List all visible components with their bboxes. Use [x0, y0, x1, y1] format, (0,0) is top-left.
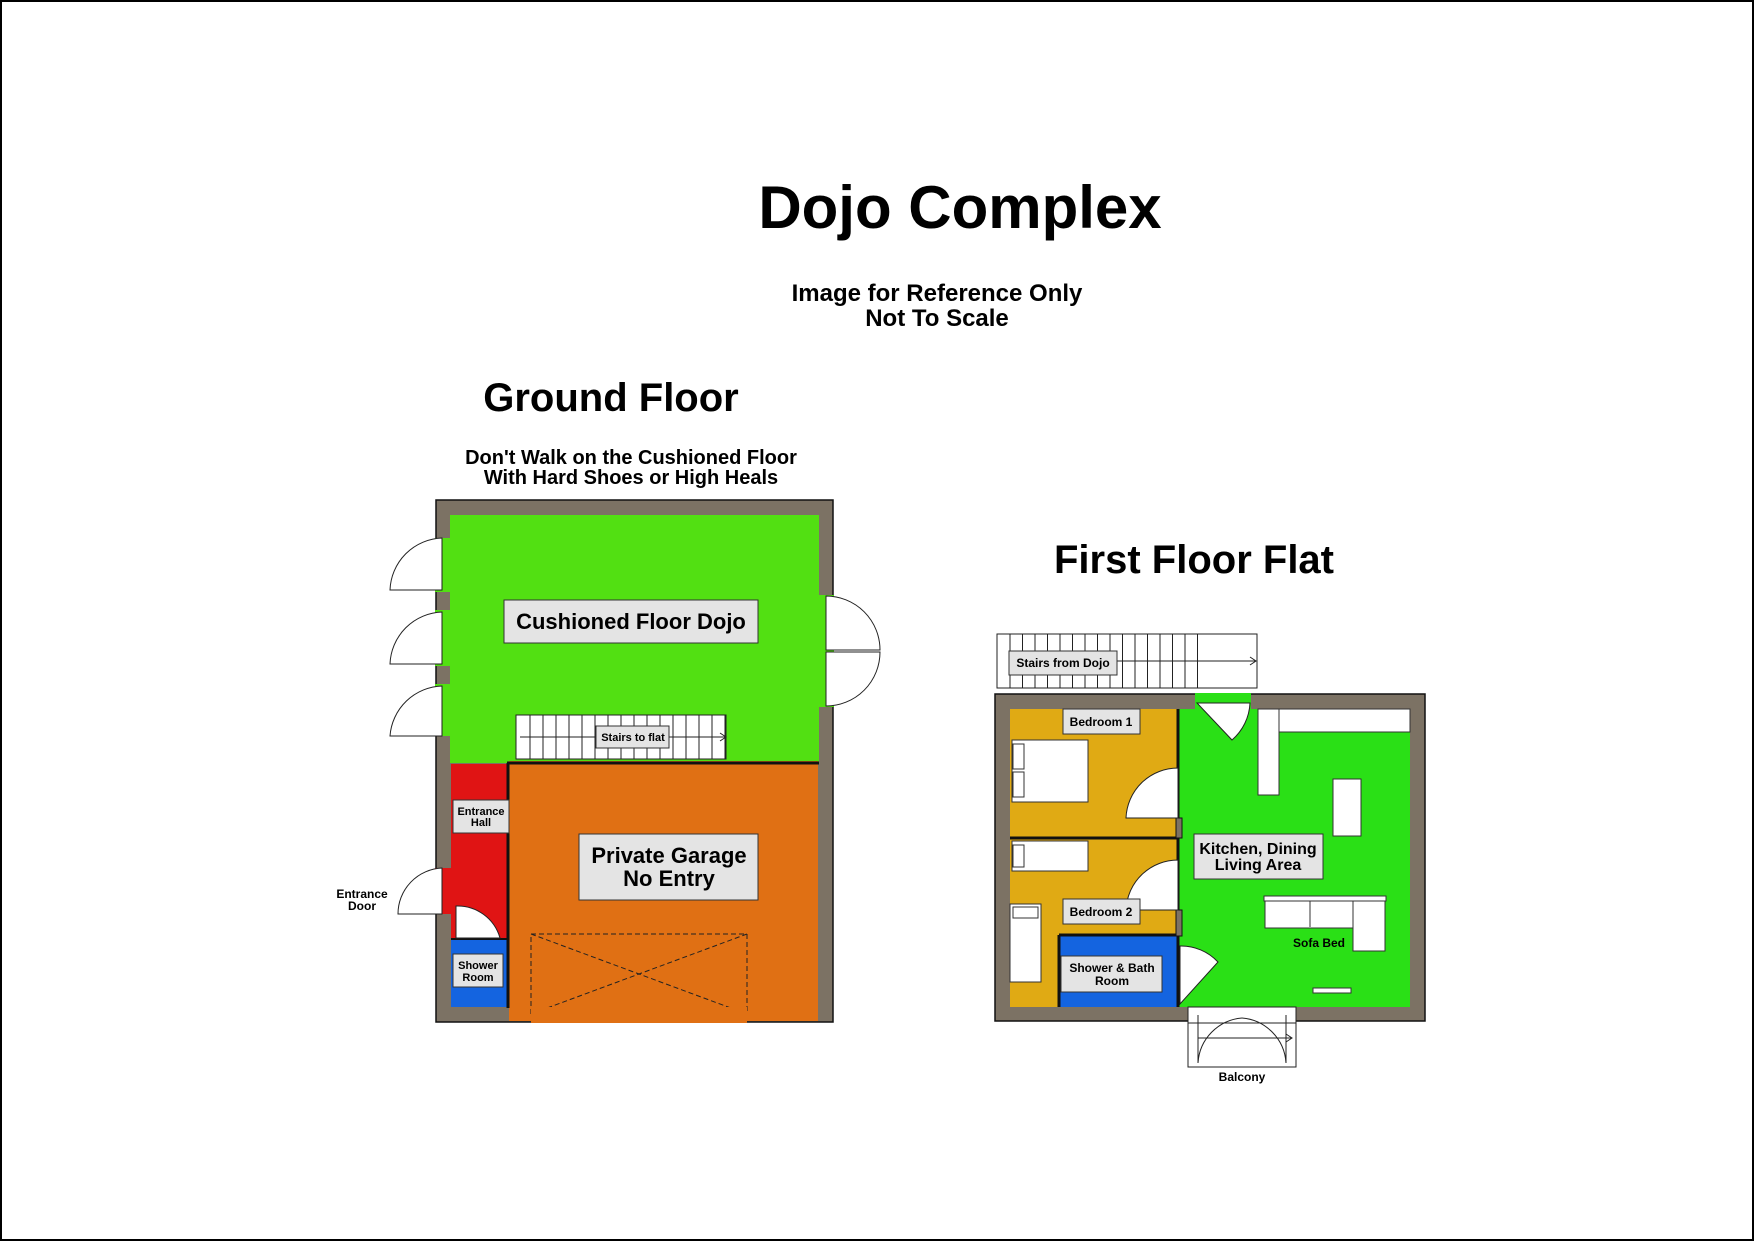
stairs-label: Stairs to flat: [601, 732, 665, 744]
kitchen-peninsula: [1257, 708, 1280, 796]
single-bed-side: [1009, 903, 1042, 983]
ground-floor-heading: Ground Floor: [483, 376, 739, 420]
right-door-lower: [825, 651, 881, 707]
kitchen-worktop: [1257, 708, 1411, 733]
partition-stub-1: [1175, 817, 1183, 839]
bath-door: [1179, 945, 1219, 1006]
bedroom1-label-box: [1062, 708, 1141, 735]
kitchen-label-line2: Living Area: [1215, 857, 1302, 874]
subtitle-line1: Image for Reference Only: [792, 280, 1083, 307]
sofa-bed: [1263, 895, 1387, 952]
entrance-door: [397, 867, 443, 915]
page-title: Dojo Complex: [758, 174, 1161, 241]
subtitle-line2: Not To Scale: [865, 305, 1009, 332]
entrance-door-label-line1: Entrance: [336, 887, 388, 901]
garage-label-box: [578, 833, 759, 901]
bedroom2-label-box: [1062, 898, 1141, 925]
bedroom2-label: Bedroom 2: [1070, 905, 1133, 919]
dojo-label: Cushioned Floor Dojo: [516, 609, 746, 634]
ff-stairs-label: Stairs from Dojo: [1016, 656, 1109, 670]
right-door-upper: [825, 595, 881, 651]
bath-label-line1: Shower & Bath: [1069, 961, 1154, 975]
first-floor: First Floor Flat Stairs from Dojo: [994, 538, 1426, 1084]
garage-opening: [531, 1007, 747, 1023]
shower-label-box: [452, 953, 504, 988]
ground-floor-warning-line1: Don't Walk on the Cushioned Floor: [465, 447, 797, 469]
stair-entry-door: [1195, 702, 1251, 741]
entrance-hall-label-box: [452, 799, 510, 834]
single-bed-top: [1011, 840, 1089, 872]
first-floor-heading: First Floor Flat: [1054, 538, 1334, 582]
shower-label-line1: Shower: [458, 960, 498, 972]
kitchen-label-box: [1193, 833, 1324, 880]
bath-label-box: [1060, 955, 1163, 993]
ground-floor-warning-line2: With Hard Shoes or High Heals: [484, 467, 778, 489]
bedroom1-door: [1125, 767, 1179, 819]
entrance-hall-label-line2: Hall: [471, 817, 491, 829]
double-bed: [1011, 739, 1089, 803]
left-door-2: [389, 611, 443, 665]
tv-unit: [1312, 987, 1352, 994]
balcony: [1187, 1006, 1297, 1068]
ff-stairs-label-box: [1008, 650, 1118, 676]
left-door-1: [389, 537, 443, 591]
entrance-hall-label-line1: Entrance: [457, 806, 504, 818]
left-door-3: [389, 685, 443, 737]
partition-stub-2: [1175, 909, 1183, 937]
kitchen-label-line1: Kitchen, Dining: [1199, 841, 1316, 858]
balcony-label: Balcony: [1219, 1070, 1266, 1084]
shower-label-line2: Room: [462, 972, 493, 984]
dojo-label-box: [503, 599, 759, 644]
garage-label-line2: No Entry: [623, 866, 715, 891]
stairs-from-dojo: [996, 633, 1258, 689]
shower-door: [455, 905, 501, 939]
stairs-label-box: [595, 725, 670, 749]
bath-label-line2: Room: [1095, 974, 1129, 988]
bedroom1-label: Bedroom 1: [1070, 715, 1133, 729]
entrance-door-label-line2: Door: [348, 899, 376, 913]
ground-floor: Ground Floor Don't Walk on the Cushioned…: [336, 376, 881, 1023]
garage-label-line1: Private Garage: [591, 843, 746, 868]
dining-table: [1332, 778, 1362, 837]
sofa-label: Sofa Bed: [1293, 936, 1345, 950]
